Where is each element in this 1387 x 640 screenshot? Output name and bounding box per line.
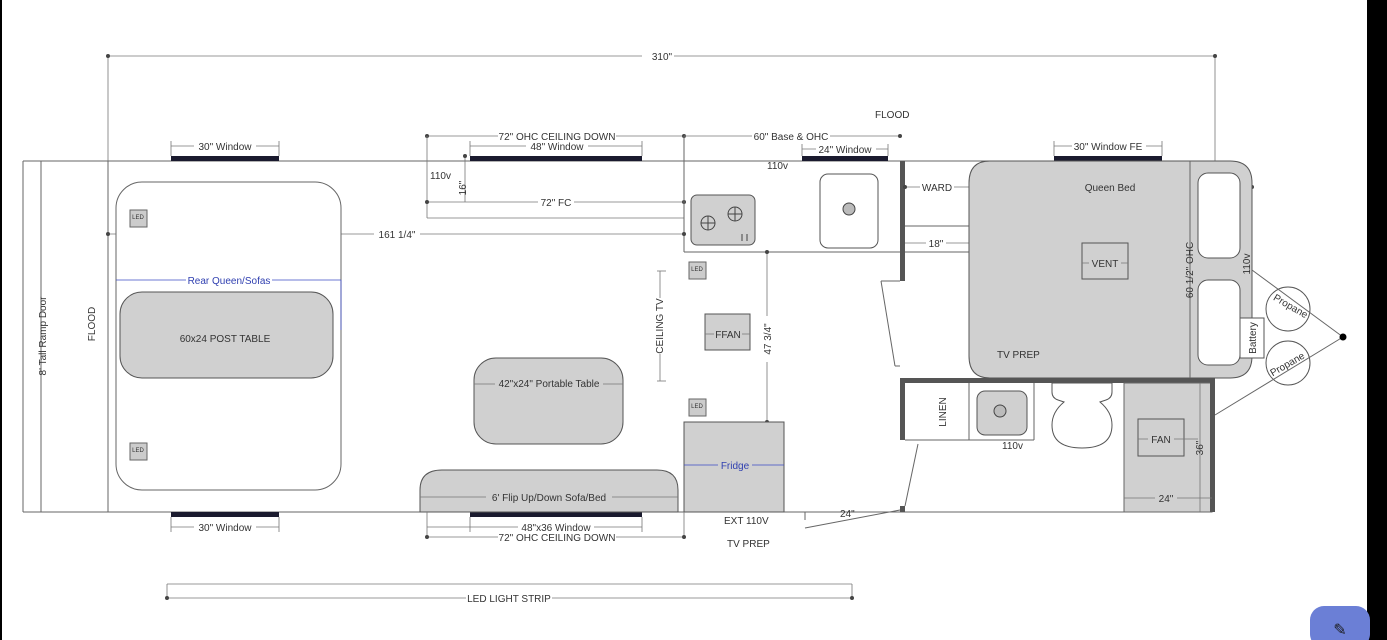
- dim-24-door-label: 24": [840, 509, 855, 520]
- tv-prep-bed-label: TV PREP: [997, 350, 1040, 361]
- outlet-110v-c: 110v: [1242, 254, 1253, 275]
- pencil-icon: ✎: [1333, 620, 1347, 639]
- ffan-label: FFAN: [715, 330, 741, 341]
- led-light-1-label: LED: [132, 215, 144, 221]
- window-30-fe-label: 30" Window FE: [1074, 142, 1143, 153]
- rear-queen-sofas-label: Rear Queen/Sofas: [188, 276, 271, 287]
- dim-161-label: 161 1/4": [379, 230, 416, 241]
- outlet-110v-b: 110v: [767, 161, 788, 172]
- led-light-3-label: LED: [691, 267, 703, 273]
- flood-light-left-label: FLOOD: [87, 307, 98, 341]
- led-light-2-label: LED: [132, 448, 144, 454]
- window-48-top-label: 48" Window: [530, 142, 584, 153]
- queen-bed-label: Queen Bed: [1085, 183, 1136, 194]
- ohc-60-label: 60 1/2" OHC: [1185, 242, 1196, 298]
- propane-tank-2: [1265, 340, 1311, 386]
- led-light-strip: LED LIGHT STRIP: [165, 583, 854, 605]
- propane-tank-1: [1265, 286, 1311, 332]
- dim-18-label: 18": [929, 239, 944, 250]
- fan-label: FAN: [1151, 435, 1170, 446]
- bathroom: LINEN 110v FAN 36" 24": [900, 378, 1215, 513]
- outlet-110v-d: 110v: [1002, 441, 1023, 452]
- tv-prep-bottom-label: TV PREP: [727, 539, 770, 550]
- kitchen-counter: [683, 136, 900, 253]
- queen-bed: VENT Queen Bed TV PREP 60 1/2" OHC 110v: [968, 160, 1253, 379]
- linen-label: LINEN: [938, 397, 949, 426]
- fridge-label: Fridge: [721, 461, 750, 472]
- cooktop: [690, 194, 756, 246]
- dim-36-label: 36": [1195, 440, 1206, 455]
- ohc-ceiling-down-bottom-label: 72" OHC CEILING DOWN: [499, 533, 616, 544]
- base-ohc-label: 60" Base & OHC: [754, 132, 829, 143]
- edit-button[interactable]: ✎: [1310, 606, 1370, 640]
- ramp-door-label: 8' Tall Ramp Door: [38, 296, 49, 376]
- portable-table-label: 42"x24" Portable Table: [499, 379, 600, 390]
- window-30-bottom: [171, 512, 279, 517]
- overall-length-label: 310": [652, 52, 673, 63]
- ext-110v-label: EXT 110V: [724, 516, 769, 527]
- rear-queen-area: Rear Queen/Sofas 60x24 POST TABLE: [115, 181, 342, 491]
- fc-72-label: 72" FC: [541, 198, 572, 209]
- window-30-top-left: [171, 156, 279, 161]
- window-30-bottom-label: 30" Window: [198, 523, 252, 534]
- battery-label: Battery: [1248, 322, 1259, 354]
- toilet: [1051, 382, 1113, 449]
- battery-box: [1239, 317, 1265, 359]
- post-table: [119, 291, 334, 379]
- dim-24-bath-label: 24": [1159, 494, 1174, 505]
- ward-label: WARD: [922, 183, 952, 194]
- window-48-top: [470, 156, 642, 161]
- windows: [171, 156, 1162, 517]
- led-light-4-label: LED: [691, 404, 703, 410]
- window-24: [802, 156, 888, 161]
- dim-47-label: 47 3/4": [763, 323, 774, 355]
- window-48x36: [470, 512, 642, 517]
- window-30-top-left-label: 30" Window: [198, 142, 252, 153]
- outlet-110v-a: 110v: [430, 171, 451, 182]
- interior-wall: [804, 161, 919, 529]
- portable-table: [473, 357, 624, 445]
- led-strip-label: LED LIGHT STRIP: [467, 594, 551, 605]
- flood-light-top-label: FLOOD: [875, 110, 909, 121]
- led-lights: LED LED LED LED: [129, 209, 707, 461]
- window-30-fe: [1054, 156, 1162, 161]
- vent-label: VENT: [1092, 259, 1119, 270]
- hitch-point: [1339, 333, 1347, 341]
- ohc-ceiling-down-top-label: 72" OHC CEILING DOWN: [499, 132, 616, 143]
- dim-16-label: 16": [458, 180, 469, 195]
- sofa-bed-label: 6' Flip Up/Down Sofa/Bed: [492, 493, 606, 504]
- ceiling-tv-label: CEILING TV: [655, 298, 666, 354]
- window-48x36-label: 48"x36 Window: [521, 523, 591, 534]
- post-table-label: 60x24 POST TABLE: [180, 334, 271, 345]
- window-24-label: 24" Window: [818, 145, 872, 156]
